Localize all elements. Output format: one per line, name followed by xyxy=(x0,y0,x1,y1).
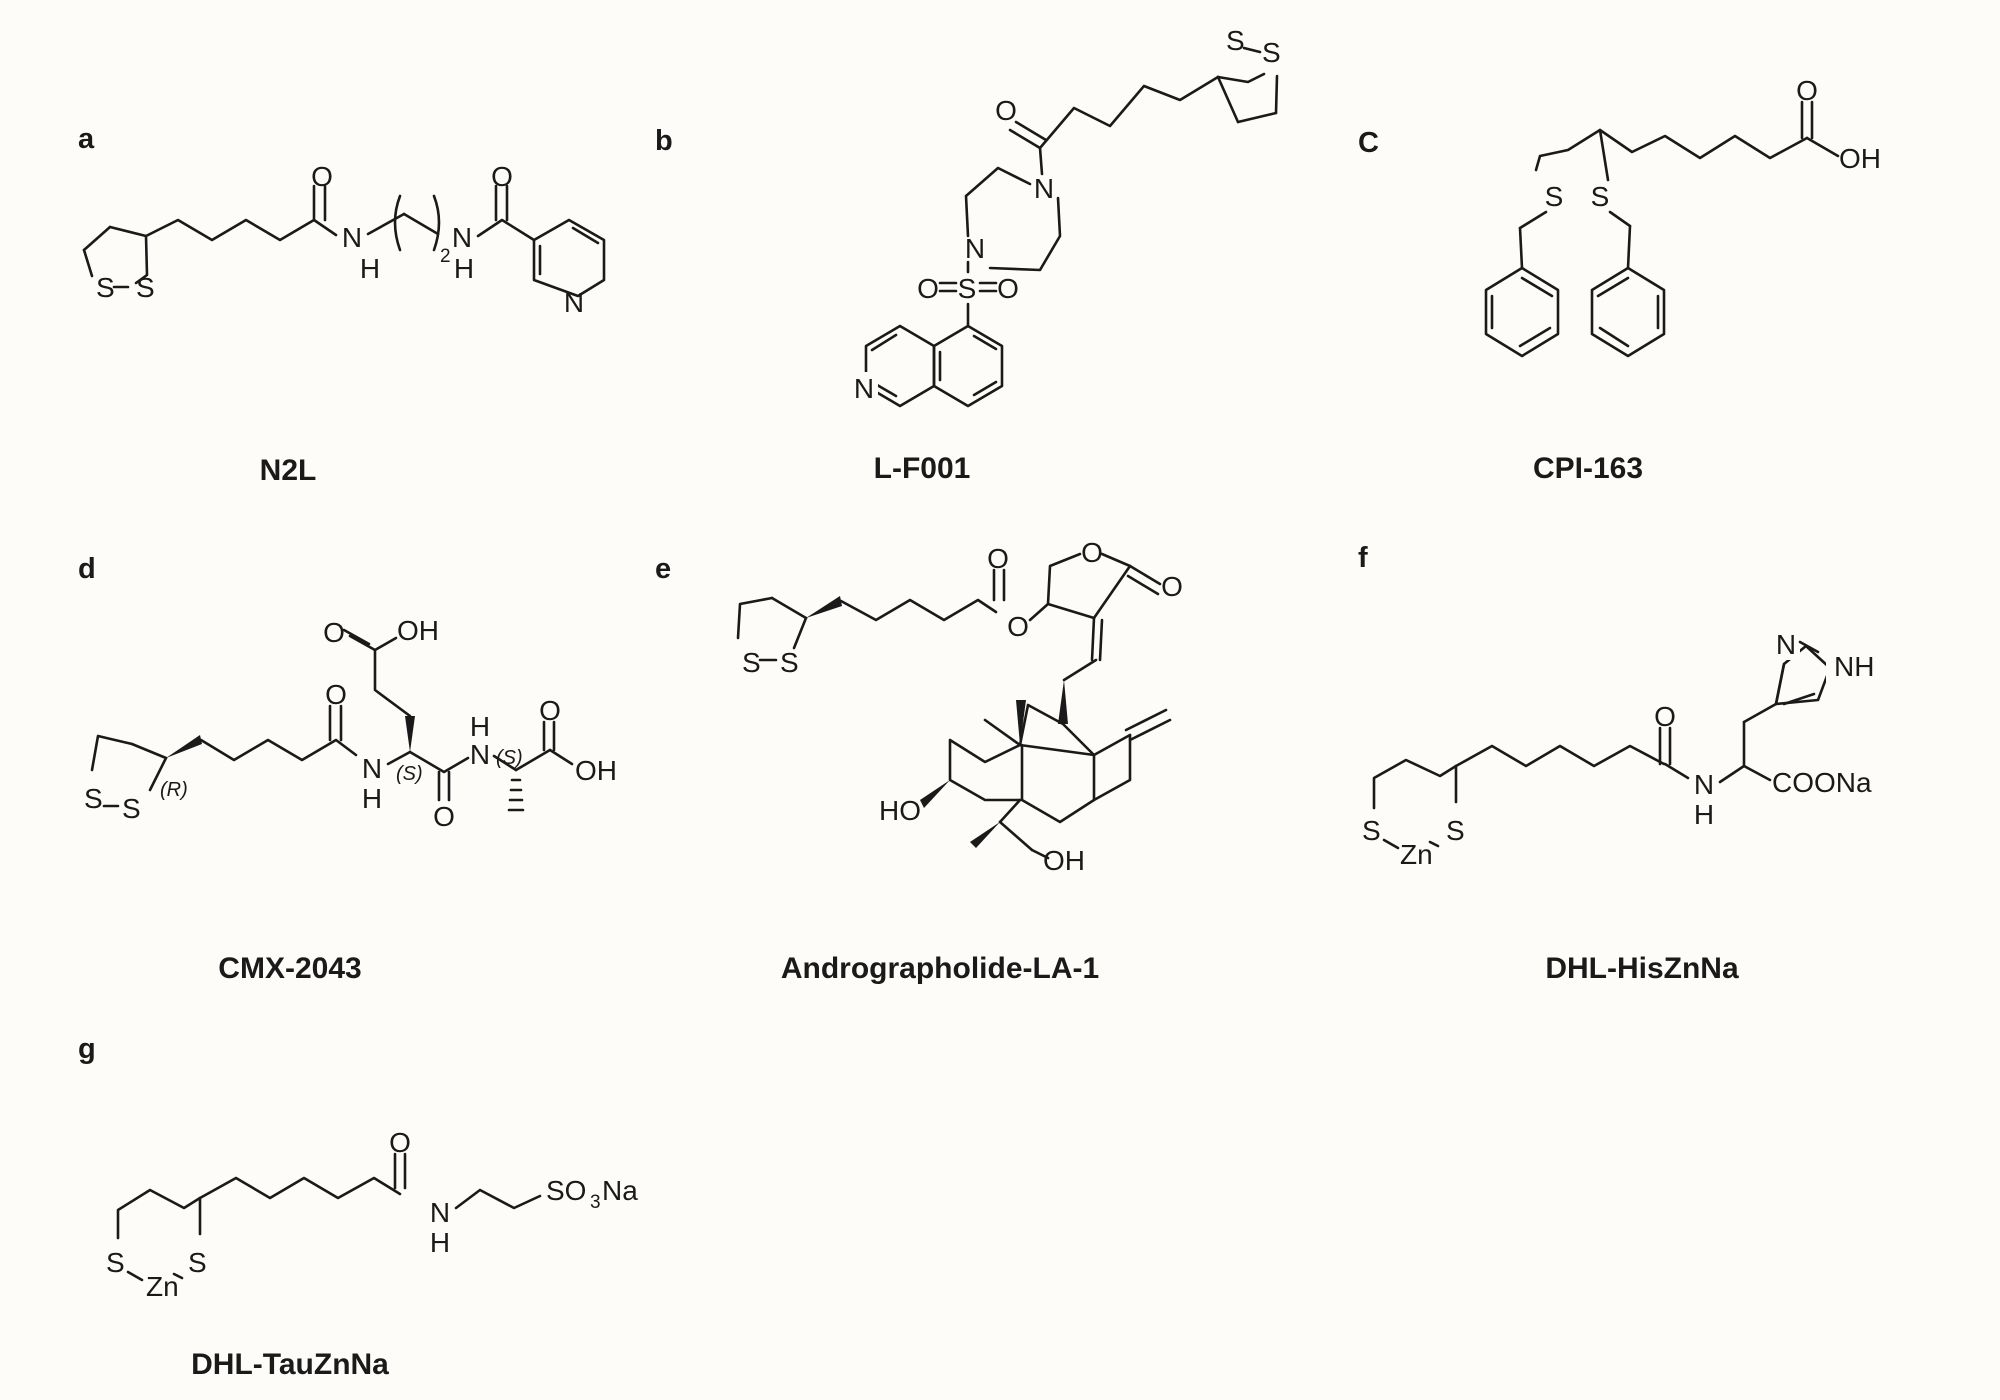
atom-n: N xyxy=(1694,769,1714,800)
atom-s: S xyxy=(106,1247,125,1278)
atom-oh: OH xyxy=(397,615,439,646)
panel-letter-e: e xyxy=(655,553,671,585)
atom-o: O xyxy=(1081,537,1103,568)
atom-h: H xyxy=(470,711,490,742)
atom-h: H xyxy=(362,783,382,814)
atom-h: H xyxy=(360,253,380,284)
atom-h: H xyxy=(454,253,474,284)
atom-s: S xyxy=(136,272,155,303)
structure-andrographolide-la-1: S S O O O O xyxy=(736,537,1183,876)
panel-g: g S S Zn O N H SO 3 Na DHL-TauZnNa xyxy=(78,1033,638,1381)
atom-o: O xyxy=(1007,611,1029,642)
atom-n: N xyxy=(470,739,490,770)
panel-letter-a: a xyxy=(78,123,95,155)
panel-d: d S S (R) O N H O OH ( xyxy=(78,553,617,985)
atom-s: S xyxy=(742,647,761,678)
panel-letter-d: d xyxy=(78,553,96,585)
atom-o: O xyxy=(389,1127,411,1158)
atom-n: N xyxy=(452,222,472,253)
panel-letter-c: C xyxy=(1358,127,1379,159)
atom-s: S xyxy=(1446,815,1465,846)
compound-label-dhl-tauzna: DHL-TauZnNa xyxy=(191,1348,389,1381)
atom-o: O xyxy=(1796,75,1818,106)
compound-label-andrographolide-la-1: Andrographolide-LA-1 xyxy=(781,952,1099,985)
atom-n: N xyxy=(430,1197,450,1228)
atom-n: N xyxy=(564,287,584,318)
panel-b: b S S O N N S O O xyxy=(655,25,1281,485)
atom-zn: Zn xyxy=(1400,839,1433,870)
atom-oh: OH xyxy=(1043,845,1085,876)
atom-n: N xyxy=(854,373,874,404)
compound-label-dhl-hiszna: DHL-HisZnNa xyxy=(1545,952,1739,985)
panel-f: f S S Zn O N H COONa xyxy=(1358,542,1874,985)
atom-oh: OH xyxy=(575,755,617,786)
stereo-label-s: (S) xyxy=(496,747,523,769)
atom-o: O xyxy=(917,273,939,304)
compound-label-n2l: N2L xyxy=(260,454,317,487)
panel-c: C O OH S S CPI- xyxy=(1358,75,1881,485)
atom-s: S xyxy=(96,272,115,303)
atom-s: S xyxy=(958,273,977,304)
panel-e: e S S O O O O xyxy=(655,537,1183,985)
atom-s: S xyxy=(1262,37,1281,68)
atom-n: N xyxy=(965,233,985,264)
atom-h: H xyxy=(430,1227,450,1258)
panel-letter-g: g xyxy=(78,1033,96,1065)
atom-o: O xyxy=(997,273,1019,304)
atom-o: O xyxy=(311,161,333,192)
stereo-label-r: (R) xyxy=(160,779,188,801)
atom-ho: HO xyxy=(879,795,921,826)
atom-nh: NH xyxy=(1834,651,1874,682)
panel-letter-b: b xyxy=(655,125,673,157)
stereo-label-s: (S) xyxy=(396,763,423,785)
atom-coona: COONa xyxy=(1772,767,1872,798)
structure-n2l: S S O N H 2 N H O N xyxy=(82,161,606,318)
compound-label-l-f001: L-F001 xyxy=(874,452,971,485)
atom-o: O xyxy=(323,617,345,648)
structure-l-f001: S S O N N S O O xyxy=(852,25,1281,408)
atom-n: N xyxy=(362,753,382,784)
atom-o: O xyxy=(1161,571,1183,602)
subscript-3: 3 xyxy=(590,1192,601,1213)
atom-o: O xyxy=(539,695,561,726)
atom-s: S xyxy=(1362,815,1381,846)
subscript-2: 2 xyxy=(440,246,451,267)
structure-dhl-hiszna: S S Zn O N H COONa N NH xyxy=(1362,629,1874,870)
atom-n: N xyxy=(1034,173,1054,204)
atom-s: S xyxy=(1591,181,1610,212)
atom-o: O xyxy=(491,161,513,192)
atom-o: O xyxy=(1654,701,1676,732)
atom-s: S xyxy=(1545,181,1564,212)
atom-o: O xyxy=(433,801,455,832)
atom-h: H xyxy=(1694,799,1714,830)
atom-s: S xyxy=(122,793,141,824)
atom-oh: OH xyxy=(1839,143,1881,174)
atom-n: N xyxy=(342,222,362,253)
atom-s: S xyxy=(780,647,799,678)
structure-dhl-tauzna: S S Zn O N H SO 3 Na xyxy=(106,1127,638,1302)
atom-s: S xyxy=(84,783,103,814)
atom-na: Na xyxy=(602,1175,638,1206)
atom-s: S xyxy=(188,1247,207,1278)
atom-o: O xyxy=(995,95,1017,126)
panel-a: a S S O N H 2 N H xyxy=(78,123,606,487)
compound-label-cmx-2043: CMX-2043 xyxy=(218,952,361,985)
atom-o: O xyxy=(987,543,1009,574)
atom-so: SO xyxy=(546,1175,586,1206)
panel-letter-f: f xyxy=(1358,542,1368,574)
compound-label-cpi-163: CPI-163 xyxy=(1533,452,1643,485)
atom-o: O xyxy=(325,679,347,710)
atom-n: N xyxy=(1776,629,1796,660)
atom-s: S xyxy=(1226,25,1245,56)
structure-cpi-163: O OH S S xyxy=(1484,75,1881,358)
structure-cmx-2043: S S (R) O N H O OH (S) O N xyxy=(84,615,617,832)
atom-zn: Zn xyxy=(146,1271,179,1302)
